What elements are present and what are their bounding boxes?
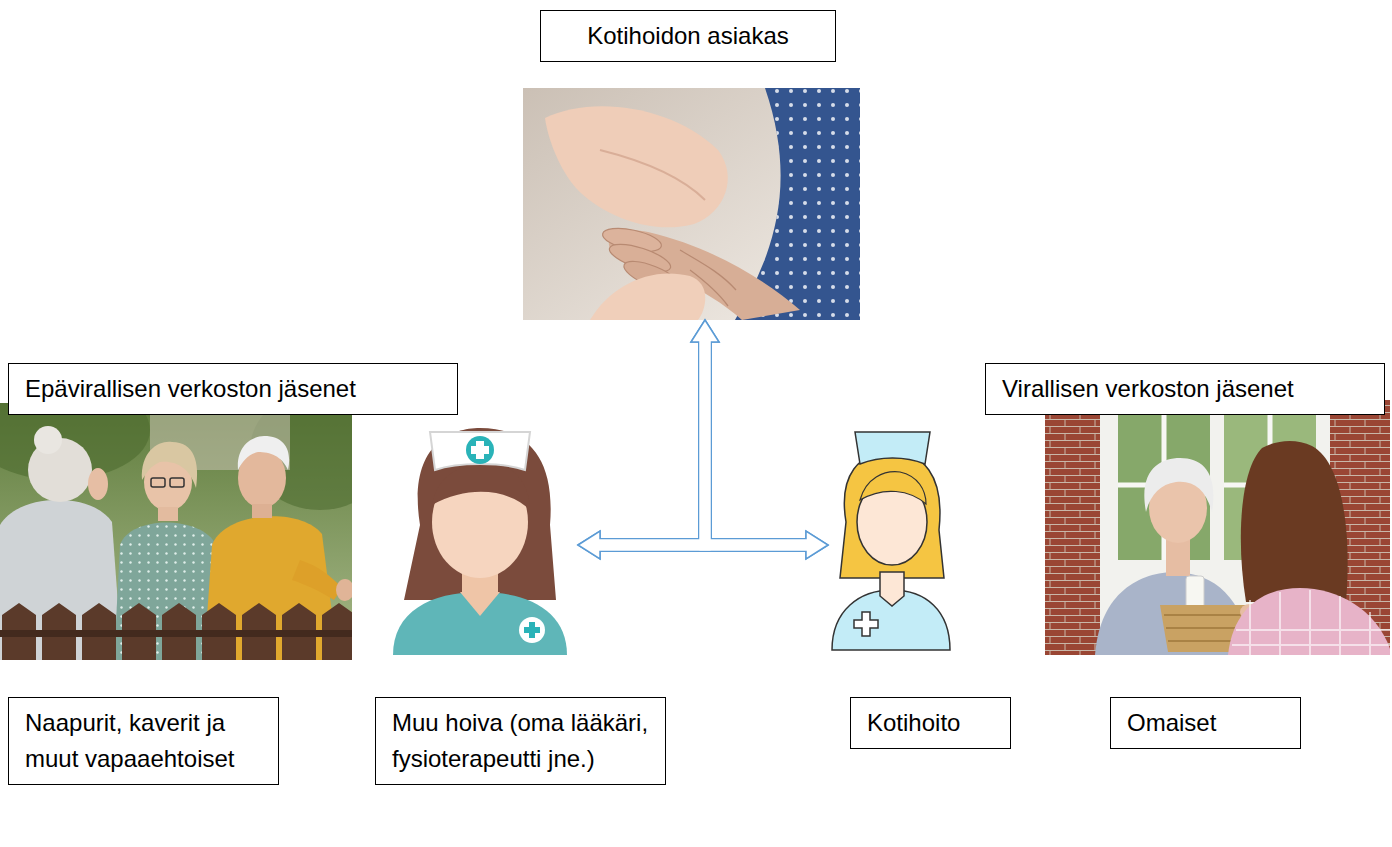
nurse-icon [840,452,944,578]
label-text: Epävirallisen verkoston jäsenet [25,371,441,407]
label-box: Omaiset [1110,697,1301,749]
nurse-icon [854,612,878,636]
nurse-icon [519,617,545,643]
neighbours-photo [34,426,62,454]
double-arrow [598,538,808,552]
nurse-icon [466,436,494,464]
relatives-photo [1045,400,1105,655]
label-text: Omaiset [1127,705,1284,741]
label-box: Kotihoidon asiakas [540,10,836,62]
icon-frame [828,420,950,650]
neighbours-photo [158,507,178,521]
nurse-icon [524,622,540,638]
double-arrow [598,340,705,545]
neighbours-photo [142,442,197,488]
neighbours-photo [170,478,184,487]
neighbours-photo [292,560,342,600]
relatives-photo [1228,588,1390,655]
neighbours-photo [252,504,272,518]
arrow-fill-group [597,339,809,545]
arrowhead [806,531,828,559]
nurse-icon [832,432,950,650]
relatives-photo [1045,400,1390,655]
relatives-photo [1232,590,1390,655]
arrowhead [806,531,828,559]
label-box: Kotihoito [850,697,1011,749]
label-box: Muu hoiva (oma lääkäri, fysioterapeutti … [375,697,666,785]
nurse-icon [460,592,500,616]
relatives-photo [1144,458,1213,512]
arrowhead [691,320,719,342]
hands-photo [545,106,728,227]
nurse-icon [432,463,530,510]
nurse-icon [471,441,489,459]
neighbours-photo [0,630,352,637]
neighbours-photo [151,478,165,487]
label-text: Muu hoiva (oma lääkäri, fysioterapeutti … [392,705,649,777]
relatives-photo [1241,441,1348,602]
neighbours-photo [336,579,352,601]
nurse-icon [393,592,567,655]
arrow-fill [705,339,809,545]
arrowhead [691,320,719,342]
arrowhead [578,531,600,559]
hands-photo [590,273,705,320]
hands-photo [523,88,860,320]
neighbours-photo [88,468,108,500]
nurse-icon [430,432,530,470]
nurse-icon [855,432,930,464]
double-arrow [705,340,808,545]
label-text: Kotihoito [867,705,994,741]
arrow-fill [597,540,809,551]
photo-frame [523,88,860,320]
nurse-icon [393,428,567,655]
label-box: Virallisen verkoston jäsenet [985,363,1385,415]
icon-frame [380,425,578,655]
hands-photo [523,88,860,320]
connector-group [598,340,808,545]
label-text: Naapurit, kaverit ja muut vapaaehtoiset [25,705,262,777]
arrow-fill [597,339,705,545]
neighbours-photo [238,436,289,470]
neighbours-photo [0,403,352,660]
nurse-icon [860,472,926,504]
nurse-icon [880,572,904,606]
relatives-photo [1186,576,1204,608]
hands-photo [600,150,705,200]
label-box: Naapurit, kaverit ja muut vapaaehtoiset [8,697,279,785]
label-text: Kotihoidon asiakas [557,18,819,54]
label-box: Epävirallisen verkoston jäsenet [8,363,458,415]
arrowhead [578,531,600,559]
nurse-icon [404,428,556,600]
arrowhead-group [578,320,828,559]
label-text: Virallisen verkoston jäsenet [1002,371,1368,407]
